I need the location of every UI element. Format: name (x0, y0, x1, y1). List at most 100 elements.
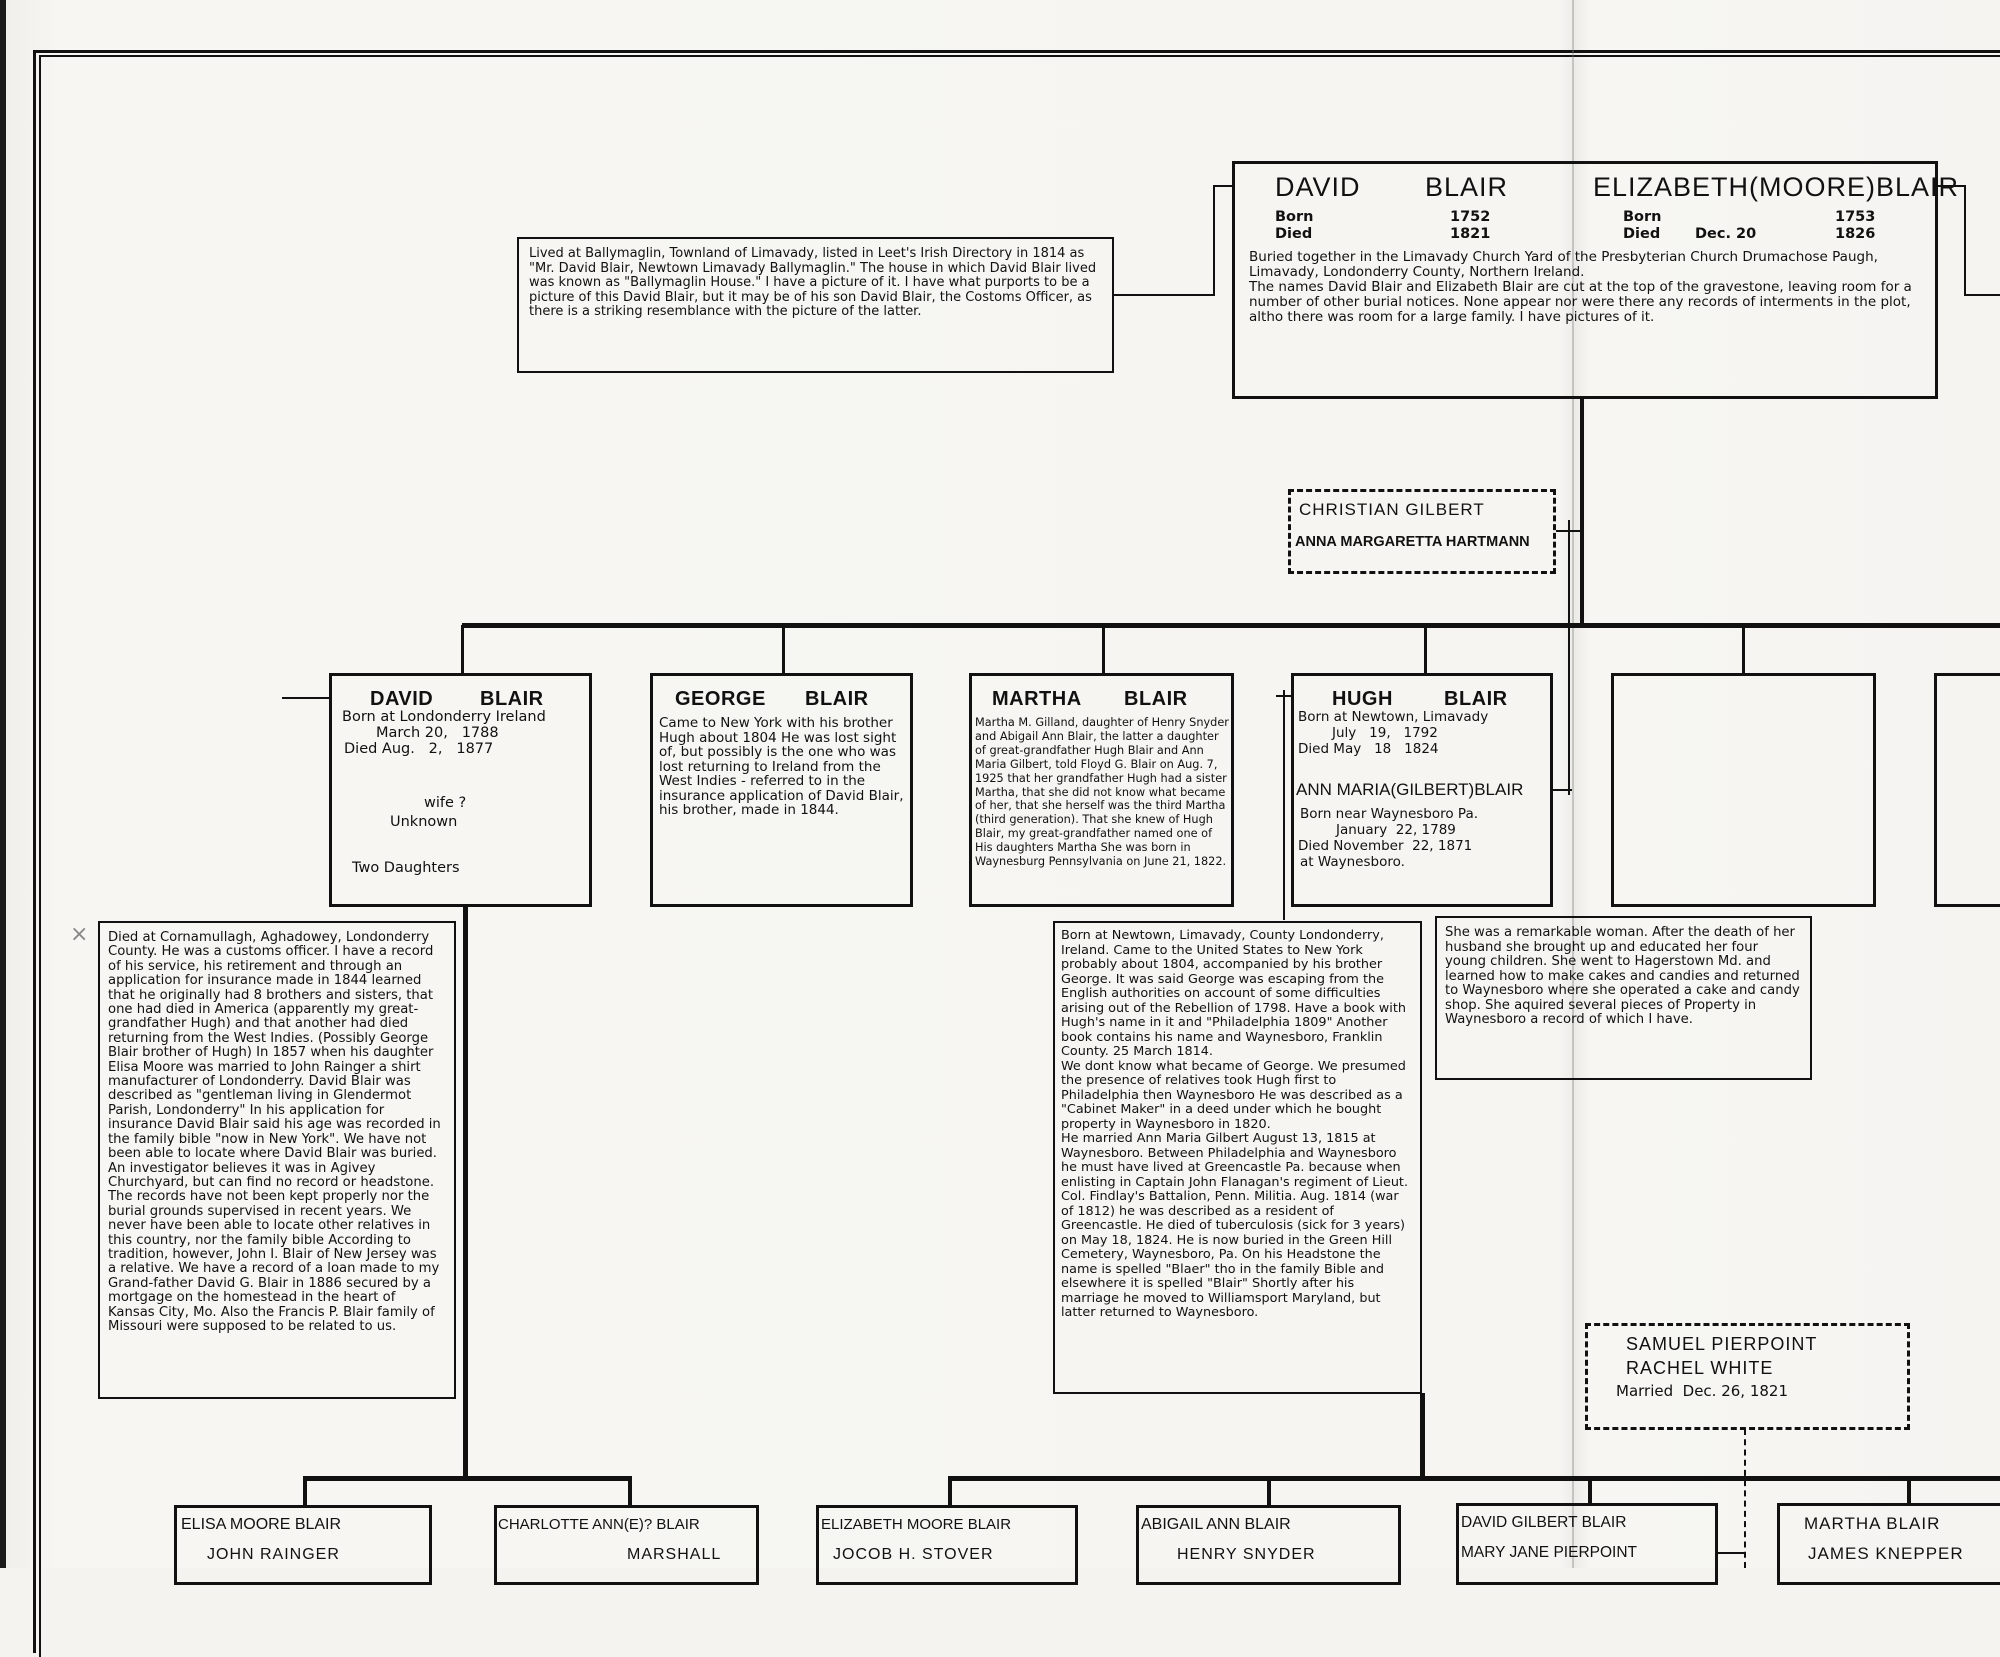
married-date: Married Dec. 26, 1821 (1616, 1382, 1789, 1400)
gilbert-husband-name: CHRISTIAN GILBERT (1299, 500, 1485, 519)
gilbert-wife-name: ANNA MARGARETTA HARTMANN (1295, 534, 1530, 550)
child-card-empty (1611, 673, 1876, 907)
david-note: Died at Cornamullagh, Aghadowey, Londond… (98, 921, 456, 1399)
pierpoint-wife-name: RACHEL WHITE (1626, 1358, 1774, 1378)
child-card-martha: MARTHA BLAIR Martha M. Gilland, daughter… (969, 673, 1234, 907)
child-first-name: GEORGE (675, 688, 766, 710)
connector-line-dashed (1744, 1429, 1746, 1568)
connector-line (1907, 1476, 1911, 1506)
pierpoint-parents-card: SAMUEL PIERPOINT RACHEL WHITE Married De… (1585, 1323, 1910, 1430)
connector-line (948, 1476, 952, 1506)
connector-line (1267, 1476, 1271, 1506)
connector-line (782, 625, 785, 675)
connector-line (461, 625, 464, 675)
connector-line (1283, 690, 1285, 920)
grandchild-name: DAVID GILBERT BLAIR (1461, 1514, 1627, 1531)
children-note: Two Daughters (352, 860, 460, 876)
grandchild-card: DAVID GILBERT BLAIR MARY JANE PIERPOINT (1456, 1503, 1718, 1585)
child-birth-date: March 20, 1788 (376, 725, 499, 741)
chart-border-outer (33, 50, 2000, 1653)
grandchild-card: ABIGAIL ANN BLAIR HENRY SNYDER (1136, 1505, 1401, 1585)
connector-line (1113, 294, 1215, 296)
wife-label: wife ? (424, 795, 467, 811)
founders-card: DAVID BLAIR ELIZABETH(MOORE)BLAIR Born 1… (1232, 161, 1958, 399)
born-year: 1752 (1450, 209, 1491, 225)
grandchild-spouse: MARSHALL (627, 1546, 722, 1563)
connector-line (1424, 625, 1427, 675)
grandchild-name: CHARLOTTE ANN(E)? BLAIR (498, 1516, 700, 1533)
connector-line (1718, 1552, 1746, 1554)
child-card-empty (1934, 673, 2000, 907)
grandchild-spouse: MARY JANE PIERPOINT (1461, 1544, 1637, 1561)
born-label: Born (1275, 209, 1314, 225)
connector-line (463, 906, 468, 1479)
spouse-death-date: Died November 22, 1871 (1298, 838, 1473, 854)
child-death-date: Died May 18 1824 (1298, 741, 1439, 757)
founder-first-name: DAVID (1275, 172, 1361, 202)
ann-note-text: She was a remarkable woman. After the de… (1445, 925, 1800, 1027)
connector-line (1964, 294, 2000, 296)
connector-line (948, 1476, 2000, 1481)
child-first-name: DAVID (370, 688, 434, 710)
ballymaglin-note: Lived at Ballymaglin, Townland of Limava… (517, 237, 1114, 373)
grandchild-spouse: HENRY SNYDER (1177, 1546, 1316, 1563)
child-first-name: HUGH (1332, 688, 1393, 710)
founder-last-name: BLAIR (1425, 172, 1509, 202)
wife-born-label: Born (1623, 209, 1662, 225)
grandchild-spouse: JOCOB H. STOVER (833, 1546, 994, 1563)
connector-line (1964, 185, 1966, 295)
child-first-name: MARTHA (992, 688, 1082, 710)
burial-note: Buried together in the Limavady Church Y… (1249, 249, 1912, 325)
grandchild-name: ELISA MOORE BLAIR (181, 1516, 342, 1533)
spouse-name: ANN MARIA(GILBERT)BLAIR (1296, 780, 1524, 799)
grandchild-card: MARTHA BLAIR JAMES KNEPPER (1777, 1503, 2000, 1585)
connector-line (1102, 625, 1105, 675)
spouse-death-place: at Waynesboro. (1300, 854, 1405, 870)
connector-line (1552, 789, 1572, 791)
child-card-george: GEORGE BLAIR Came to New York with his b… (650, 673, 913, 907)
child-last-name: BLAIR (1444, 688, 1508, 710)
pierpoint-husband-name: SAMUEL PIERPOINT (1626, 1334, 1818, 1354)
paper-fold-crease (1572, 0, 1574, 1568)
gilbert-parents-card: CHRISTIAN GILBERT ANNA MARGARETTA HARTMA… (1288, 489, 1556, 574)
chart-border-inner (39, 55, 2000, 1657)
grandchild-spouse: JAMES KNEPPER (1808, 1544, 1964, 1563)
david-note-text: Died at Cornamullagh, Aghadowey, Londond… (108, 930, 441, 1334)
child-note: Martha M. Gilland, daughter of Henry Sny… (975, 716, 1229, 869)
child-card-david: DAVID BLAIR Born at Londonderry Ireland … (329, 673, 592, 907)
grandchild-card: CHARLOTTE ANN(E)? BLAIR MARSHALL (494, 1505, 759, 1585)
hugh-note: Born at Newtown, Limavady, County London… (1053, 921, 1422, 1394)
pencil-mark: × (70, 922, 89, 947)
connector-line (628, 1476, 632, 1508)
connector-line (1568, 520, 1570, 795)
wife-died-date: Dec. 20 (1695, 226, 1757, 242)
child-birth-line: Born at Newtown, Limavady (1298, 709, 1489, 725)
hugh-note-text: Born at Newtown, Limavady, County London… (1061, 928, 1409, 1320)
spouse-birth-date: January 22, 1789 (1336, 822, 1456, 838)
connector-line (1936, 185, 1966, 187)
child-last-name: BLAIR (805, 688, 869, 710)
wife-died-label: Died (1623, 226, 1661, 242)
connector-line (303, 1476, 632, 1481)
died-label: Died (1275, 226, 1313, 242)
ballymaglin-text: Lived at Ballymaglin, Townland of Limava… (529, 246, 1097, 319)
child-last-name: BLAIR (480, 688, 544, 710)
child-last-name: BLAIR (1124, 688, 1188, 710)
grandchild-spouse: JOHN RAINGER (207, 1546, 340, 1563)
connector-line (1215, 185, 1235, 187)
ann-note: She was a remarkable woman. After the de… (1435, 916, 1812, 1080)
scan-edge (0, 0, 6, 1568)
connector-line (1580, 398, 1584, 627)
connector-line (282, 697, 330, 699)
founder-wife-name: ELIZABETH(MOORE)BLAIR (1593, 172, 1960, 202)
connector-line (1588, 1476, 1592, 1506)
grandchild-name: ABIGAIL ANN BLAIR (1141, 1516, 1291, 1533)
wife-born-year: 1753 (1835, 209, 1876, 225)
connector-line (1276, 695, 1294, 697)
connector-line (1420, 1393, 1425, 1479)
child-death-date: Died Aug. 2, 1877 (344, 741, 494, 757)
grandchild-card: ELISA MOORE BLAIR JOHN RAINGER (174, 1505, 432, 1585)
grandchild-name: ELIZABETH MOORE BLAIR (821, 1516, 1012, 1533)
connector-line (1213, 185, 1215, 295)
sibling-bar (462, 623, 2000, 628)
